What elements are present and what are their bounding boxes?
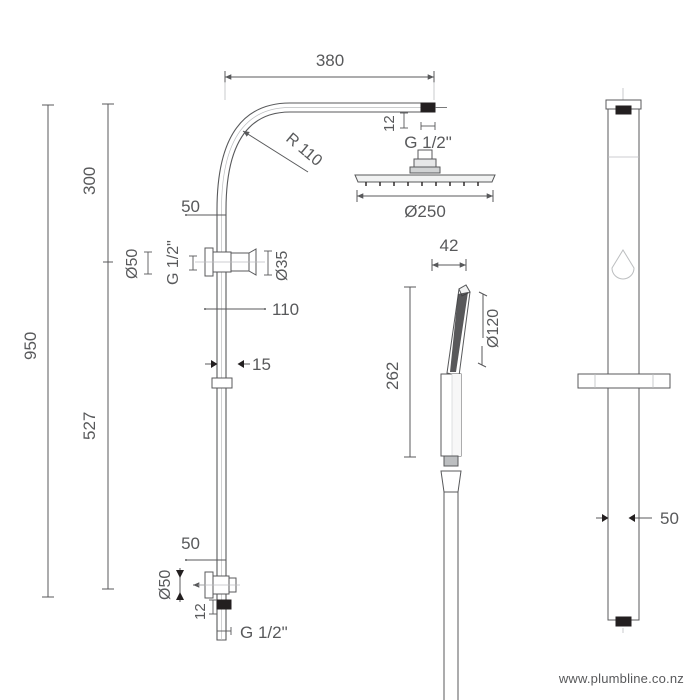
label-dia35: Ø35 [274, 251, 291, 281]
label-R110: R 110 [282, 130, 325, 170]
label-dia120: Ø120 [485, 309, 502, 348]
arm-outlet-block [420, 102, 436, 113]
dimension-head-dia250 [356, 190, 494, 202]
label-50-side: 50 [660, 509, 679, 528]
droplet-icon [611, 249, 635, 280]
dimension-top-offset-50 [185, 209, 227, 221]
dimension-lower-527 [102, 262, 114, 590]
rain-shower-head [354, 149, 496, 186]
dimension-bottom-thread-marker [216, 627, 232, 635]
dimension-arm-thread-marker [420, 122, 436, 130]
side-rail-body [605, 99, 642, 621]
label-15: 15 [252, 355, 271, 374]
dimension-bottom-offset-50 [185, 554, 227, 566]
label-dia50-lower: Ø50 [157, 570, 174, 600]
extension-lines-arm [224, 82, 435, 100]
label-950: 950 [21, 332, 40, 360]
dimension-upper-300 [102, 103, 114, 263]
label-300: 300 [80, 167, 99, 195]
dimension-bend-radius-R110 [242, 130, 309, 173]
dimension-overall-height-950 [42, 104, 54, 598]
marker-thread-upper [189, 255, 197, 271]
label-110: 110 [272, 300, 299, 319]
bottom-inlet-block [216, 599, 232, 610]
dimension-rail-width-15 [205, 360, 250, 368]
dimension-handshower-width-42 [431, 259, 467, 271]
footer-url: www.plumbline.co.nz [558, 671, 684, 686]
dimension-spray-face-dia120 [477, 291, 488, 368]
label-dia50-upper: Ø50 [124, 249, 141, 279]
label-g-half-arm: G 1/2" [404, 133, 452, 152]
side-rail-shelf-inner [594, 374, 654, 388]
dimension-handshower-length-262 [404, 286, 416, 458]
marker-dia50-upper [144, 251, 152, 275]
label-262: 262 [383, 362, 402, 390]
dimension-arm-outlet-12 [400, 112, 408, 129]
label-12-arm: 12 [381, 115, 398, 132]
dimension-dia50-lower [176, 568, 184, 602]
shower-arm-inner-line [221, 107, 430, 640]
label-42: 42 [440, 236, 459, 255]
side-rail-bottom-inlet [615, 616, 632, 627]
hose-cone [440, 470, 462, 493]
label-380: 380 [316, 51, 344, 70]
marker-dia35 [264, 250, 272, 276]
dimension-bottom-inlet-12 [209, 599, 217, 615]
handshower-nut [443, 455, 459, 467]
dimension-side-rail-50 [596, 514, 652, 522]
label-g-half-lower: G 1/2" [240, 623, 288, 642]
side-rail-shelf-bracket [577, 373, 671, 389]
label-50-top: 50 [181, 197, 200, 216]
rail-slider-bracket [211, 377, 233, 389]
label-dia250: Ø250 [404, 202, 446, 221]
label-50-bottom: 50 [181, 534, 200, 553]
label-527: 527 [80, 412, 99, 440]
dimension-arm-length-380 [224, 71, 435, 83]
label-g-half-upper: G 1/2" [165, 240, 182, 285]
shower-hose [443, 492, 459, 700]
label-12-lower: 12 [192, 603, 209, 620]
handshower-spray-face-stripe [450, 292, 468, 372]
side-rail-top-inlet [615, 105, 632, 115]
